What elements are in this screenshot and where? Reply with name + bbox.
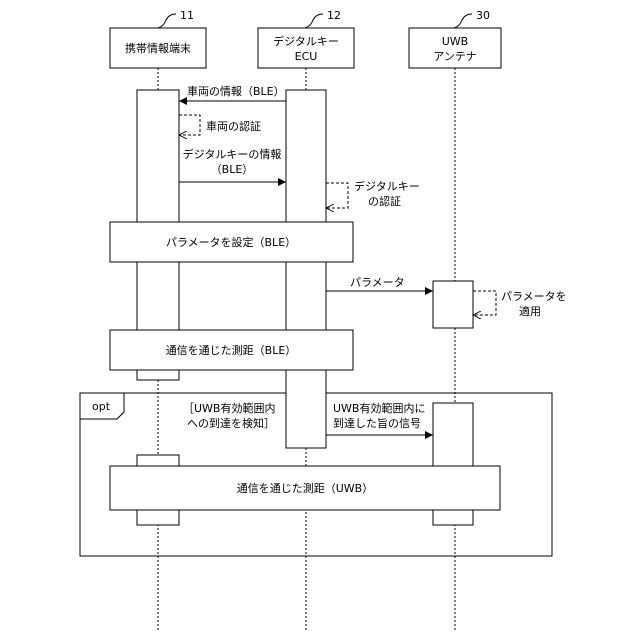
ref-number-mobile: 11	[180, 9, 194, 22]
message-digital-key-info-label-line1: デジタルキーの情報	[183, 147, 282, 161]
ref-label-mobile: 11	[158, 9, 194, 28]
ref-label-uwb: 30	[454, 9, 490, 28]
step-set-parameters-label: パラメータを設定（BLE）	[166, 235, 296, 249]
self-message-digital-key-auth: デジタルキー の認証	[326, 179, 420, 208]
participant-uwb-antenna: UWB アンテナ	[409, 28, 501, 68]
ref-number-uwb: 30	[476, 9, 490, 22]
self-message-apply-parameters-label-line1: パラメータを	[501, 290, 567, 303]
self-message-vehicle-auth-label: 車両の認証	[206, 119, 261, 133]
participant-digital-key-ecu: デジタルキー ECU	[258, 28, 354, 68]
participant-ecu-name-line1: デジタルキー	[273, 34, 339, 48]
opt-guard-line2: への到達を検知］	[187, 416, 275, 430]
message-parameters-label: パラメータ	[350, 276, 405, 289]
participant-ecu-name-line2: ECU	[295, 50, 318, 63]
message-uwb-signal-label-line2: 到達した旨の信号	[333, 417, 421, 430]
message-uwb-signal-label-line1: UWB有効範囲内に	[333, 401, 425, 415]
opt-guard-condition: ［UWB有効範囲内 への到達を検知］	[183, 401, 275, 430]
opt-label: opt	[92, 400, 111, 413]
participant-uwb-name-line2: アンテナ	[433, 50, 477, 63]
message-parameters: パラメータ	[326, 276, 433, 291]
step-set-parameters-ble: パラメータを設定（BLE）	[110, 222, 353, 262]
self-message-apply-parameters: パラメータを 適用	[473, 290, 567, 318]
activation-uwb-1	[433, 281, 473, 328]
message-digital-key-info: デジタルキーの情報 （BLE）	[179, 147, 286, 182]
ref-label-ecu: 12	[305, 9, 341, 28]
step-ranging-uwb-label: 通信を通じた測距（UWB）	[237, 481, 373, 495]
self-message-apply-parameters-label-line2: 適用	[519, 304, 541, 318]
opt-guard-line1: ［UWB有効範囲内	[183, 401, 275, 415]
step-ranging-uwb: 通信を通じた測距（UWB）	[110, 466, 500, 510]
activation-ecu	[286, 90, 326, 448]
message-uwb-in-range-signal: UWB有効範囲内に 到達した旨の信号	[326, 401, 433, 435]
participant-mobile-name: 携帯情報端末	[125, 41, 191, 55]
participant-mobile-terminal: 携帯情報端末	[110, 28, 206, 68]
self-message-vehicle-auth: 車両の認証	[179, 115, 261, 135]
ref-number-ecu: 12	[327, 9, 341, 22]
self-message-digital-key-auth-label-line1: デジタルキー	[354, 179, 420, 193]
step-ranging-ble-label: 通信を通じた測距（BLE）	[166, 343, 297, 357]
message-digital-key-info-label-line2: （BLE）	[211, 163, 254, 176]
participant-uwb-name-line1: UWB	[442, 35, 468, 48]
step-ranging-ble: 通信を通じた測距（BLE）	[110, 330, 353, 370]
self-message-digital-key-auth-label-line2: の認証	[368, 194, 401, 208]
message-vehicle-info-label: 車両の情報（BLE）	[187, 84, 285, 98]
message-vehicle-info: 車両の情報（BLE）	[179, 84, 286, 101]
